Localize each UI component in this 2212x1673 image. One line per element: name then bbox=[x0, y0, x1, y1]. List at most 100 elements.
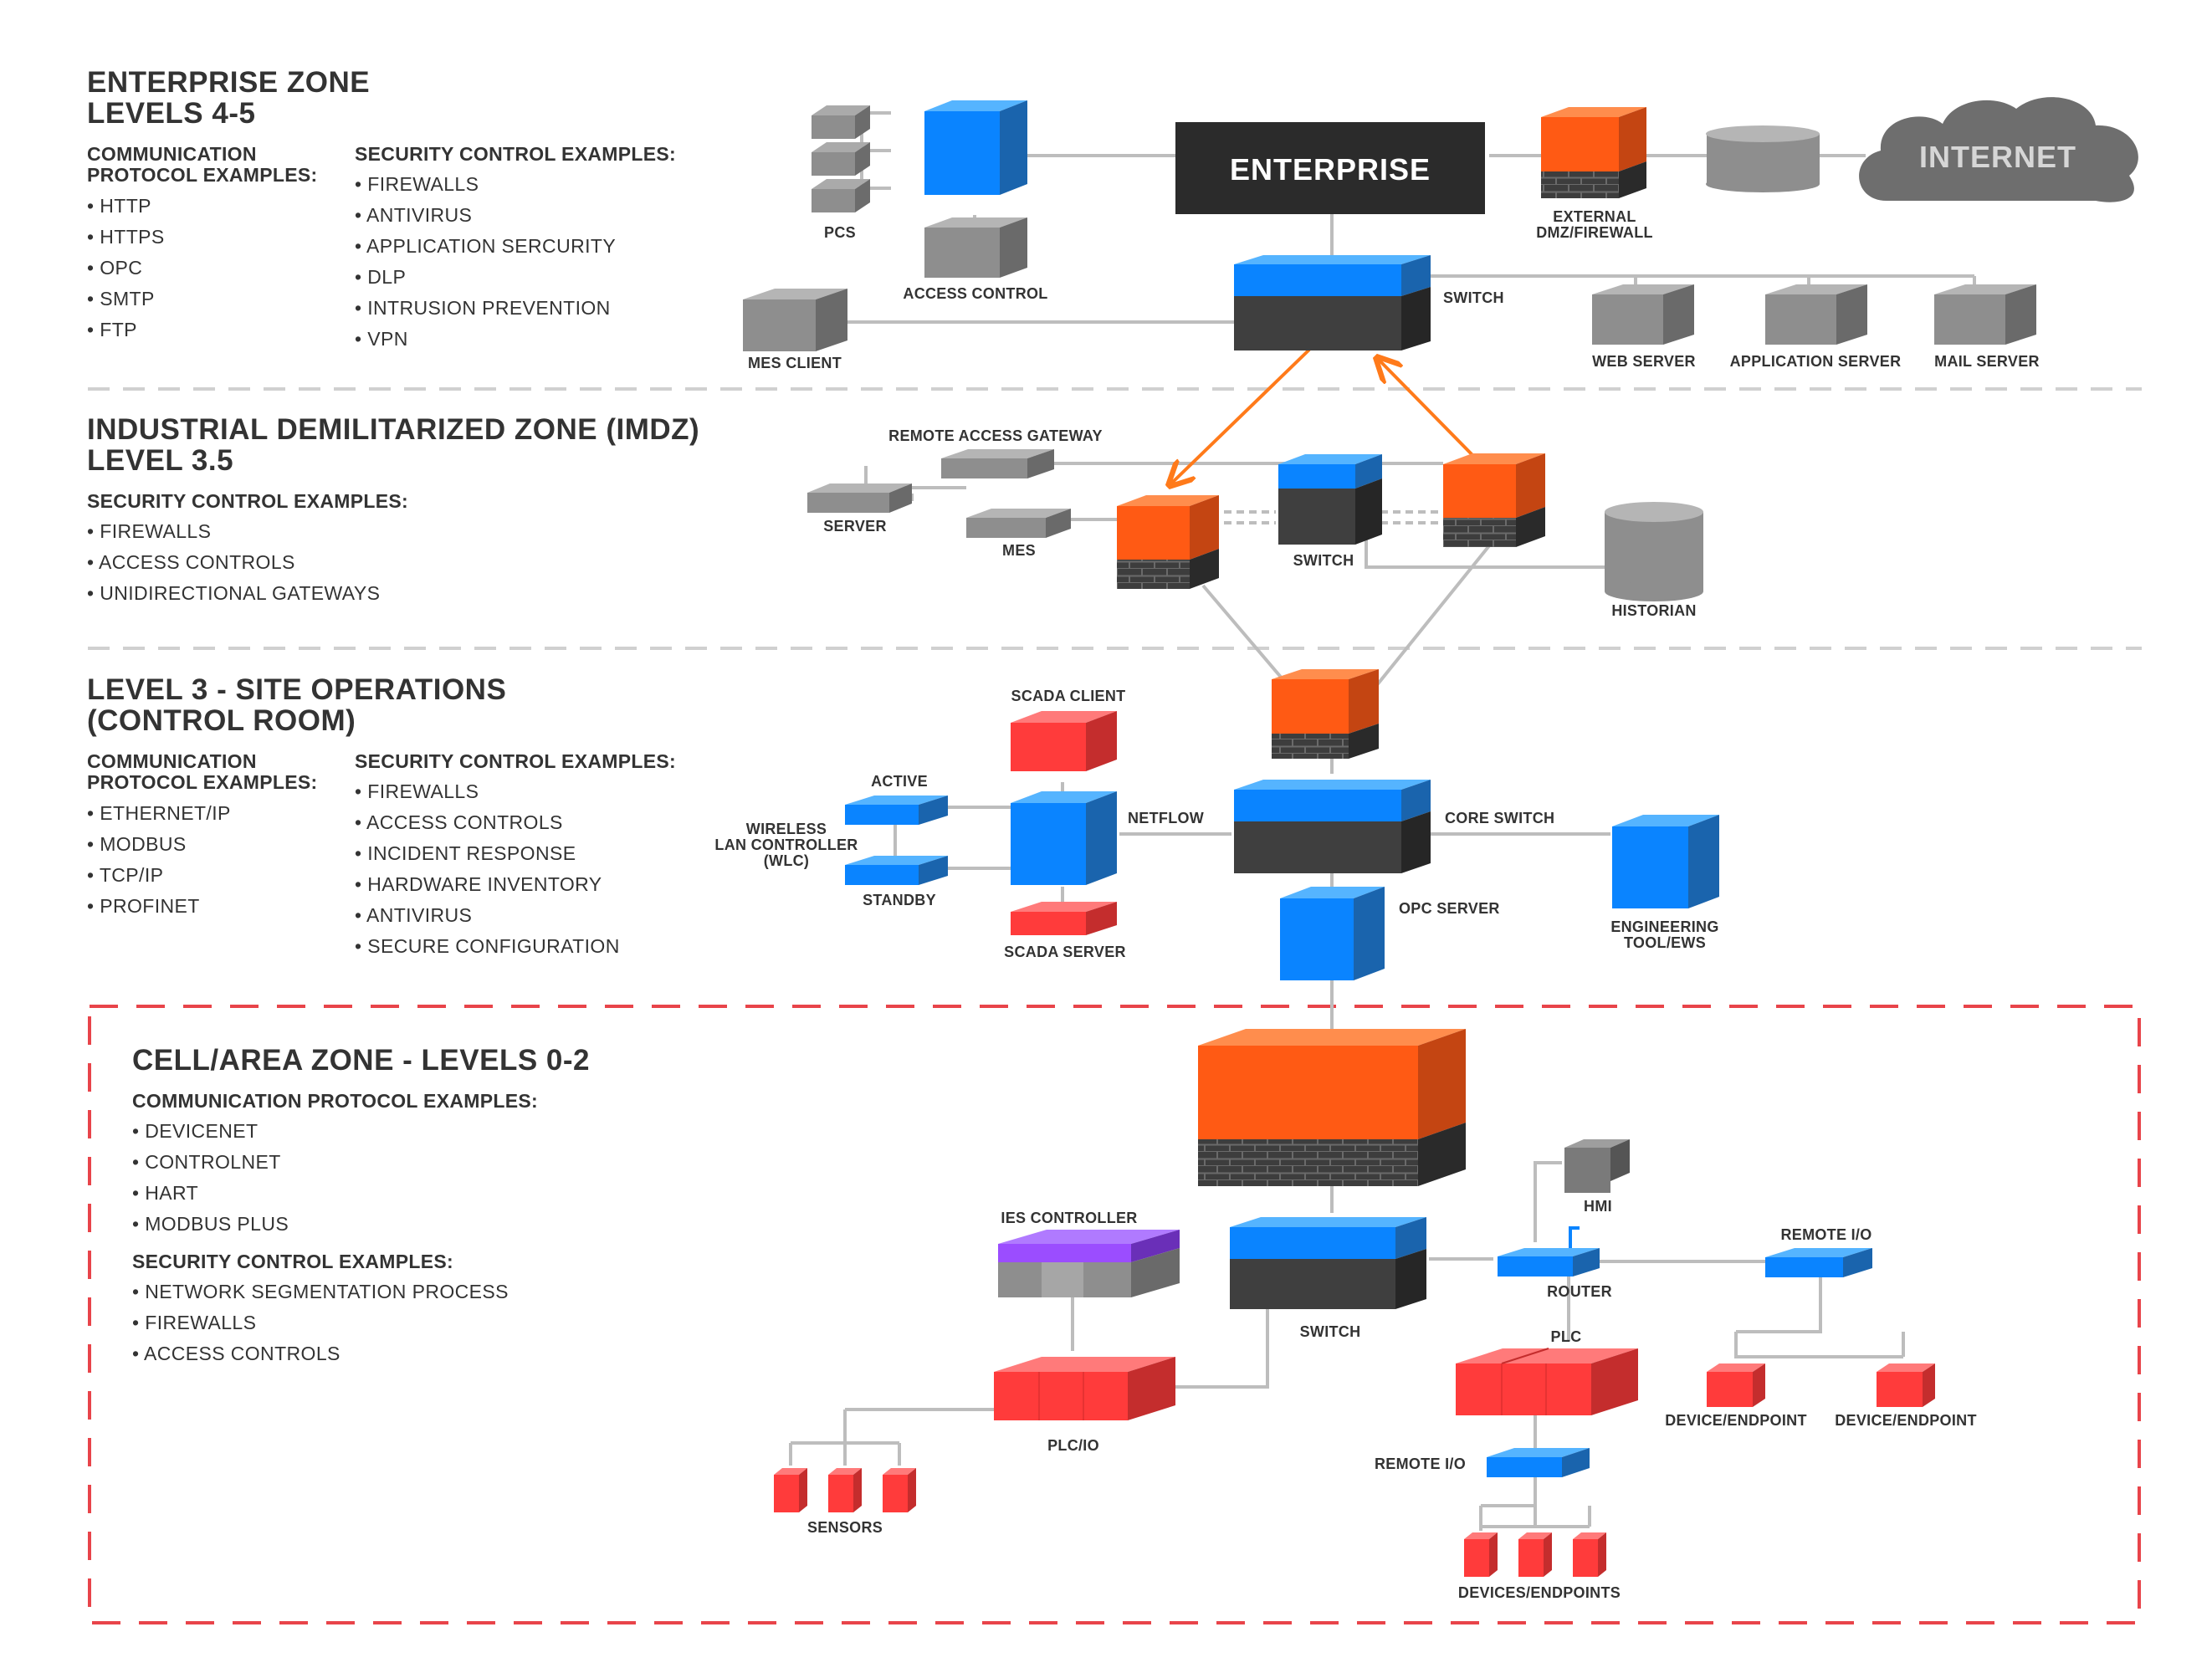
standby-label: STANDBY bbox=[863, 892, 936, 908]
list-item: HART bbox=[132, 1178, 289, 1209]
mail-server-icon bbox=[1934, 284, 2036, 345]
plc-io-icon bbox=[994, 1357, 1175, 1420]
ies-controller-label: IES CONTROLLER bbox=[1001, 1210, 1137, 1226]
core-switch-label: CORE SWITCH bbox=[1445, 810, 1554, 826]
enterprise-protocol-heading-2: PROTOCOL EXAMPLES: bbox=[87, 164, 318, 186]
list-item: SMTP bbox=[87, 284, 165, 315]
router-label: ROUTER bbox=[1547, 1283, 1612, 1300]
sensors-label: SENSORS bbox=[807, 1519, 883, 1536]
cell-protocol-heading: COMMUNICATION PROTOCOL EXAMPLES: bbox=[132, 1090, 538, 1112]
imdz-dashed-links bbox=[1224, 510, 1443, 524]
imdz-security-list: FIREWALLS ACCESS CONTROLS UNIDIRECTIONAL… bbox=[87, 516, 380, 609]
hmi-label: HMI bbox=[1584, 1198, 1612, 1215]
wlc-label-3: (WLC) bbox=[764, 852, 809, 869]
level3-server-tower-icon bbox=[1011, 791, 1117, 885]
list-item: ACCESS CONTROLS bbox=[132, 1338, 509, 1369]
list-item: DLP bbox=[355, 262, 616, 293]
list-item: ANTIVIRUS bbox=[355, 200, 616, 231]
mes-client-label: MES CLIENT bbox=[748, 355, 842, 371]
list-item: APPLICATION SERCURITY bbox=[355, 231, 616, 262]
device-endpoint-1-label: DEVICE/ENDPOINT bbox=[1665, 1412, 1807, 1429]
list-item: CONTROLNET bbox=[132, 1147, 289, 1178]
netflow-label: NETFLOW bbox=[1128, 810, 1204, 826]
list-item: HTTP bbox=[87, 191, 165, 222]
historian-label: HISTORIAN bbox=[1611, 602, 1696, 619]
wlc-standby-icon bbox=[845, 856, 948, 885]
list-item: ACCESS CONTROLS bbox=[355, 807, 620, 838]
list-item: FTP bbox=[87, 315, 165, 345]
list-item: INCIDENT RESPONSE bbox=[355, 838, 620, 869]
historian-icon bbox=[1605, 502, 1703, 601]
remote-io-bottom-label: REMOTE I/O bbox=[1375, 1456, 1466, 1472]
arrow-fw-to-switch bbox=[1379, 360, 1476, 458]
remote-io-top-label: REMOTE I/O bbox=[1780, 1226, 1871, 1243]
switch-l45-icon bbox=[1234, 255, 1431, 350]
mes-client-icon bbox=[743, 289, 847, 351]
plc-icon bbox=[1456, 1348, 1638, 1415]
eng-tool-label-2: TOOL/EWS bbox=[1624, 934, 1706, 951]
list-item: TCP/IP bbox=[87, 860, 231, 891]
level3-firewall-icon bbox=[1272, 669, 1379, 759]
eng-tool-label-1: ENGINEERING bbox=[1610, 918, 1718, 935]
list-item: PROFINET bbox=[87, 891, 231, 922]
enterprise-security-list: FIREWALLS ANTIVIRUS APPLICATION SERCURIT… bbox=[355, 169, 616, 355]
list-item: FIREWALLS bbox=[87, 516, 380, 547]
scada-server-icon bbox=[1011, 902, 1117, 935]
imdz-zone-title-1: INDUSTRIAL DEMILITARIZED ZONE (IMDZ) bbox=[87, 413, 700, 446]
list-item: VPN bbox=[355, 324, 616, 355]
list-item: DEVICENET bbox=[132, 1116, 289, 1147]
imdz-zone-title-2: LEVEL 3.5 bbox=[87, 444, 234, 477]
server-icon bbox=[807, 483, 912, 513]
switch-imdz-label: SWITCH bbox=[1293, 552, 1354, 569]
list-item: OPC bbox=[87, 253, 165, 284]
pcs-label: PCS bbox=[824, 224, 856, 241]
switch-l45-label: SWITCH bbox=[1443, 289, 1504, 306]
scada-client-icon bbox=[1011, 711, 1117, 771]
pcs-icon bbox=[812, 105, 870, 212]
scada-client-label: SCADA CLIENT bbox=[1011, 688, 1126, 704]
list-item: HARDWARE INVENTORY bbox=[355, 869, 620, 900]
opc-server-label: OPC SERVER bbox=[1399, 900, 1500, 917]
opc-server-icon bbox=[1280, 887, 1385, 980]
device-endpoint-2-label: DEVICE/ENDPOINT bbox=[1835, 1412, 1977, 1429]
remote-access-gateway-label: REMOTE ACCESS GATEWAY bbox=[888, 427, 1103, 444]
plc-io-label: PLC/IO bbox=[1047, 1437, 1099, 1454]
server-label: SERVER bbox=[823, 518, 887, 535]
arrow-switch-to-fw bbox=[1171, 348, 1311, 483]
imdz-firewall-left-icon bbox=[1117, 495, 1219, 589]
list-item: UNIDIRECTIONAL GATEWAYS bbox=[87, 578, 380, 609]
internet-label: INTERNET bbox=[1919, 140, 2076, 174]
enterprise-box bbox=[1175, 122, 1485, 214]
remote-io-top-icon bbox=[1765, 1248, 1872, 1277]
imdz-security-heading: SECURITY CONTROL EXAMPLES: bbox=[87, 490, 408, 512]
wlc-label-1: WIRELESS bbox=[746, 821, 827, 837]
access-control-label: ACCESS CONTROL bbox=[903, 285, 1047, 302]
database-icon bbox=[1706, 125, 1820, 192]
web-server-icon bbox=[1592, 284, 1694, 345]
list-item: ACCESS CONTROLS bbox=[87, 547, 380, 578]
wlc-label-2: LAN CONTROLLER bbox=[714, 836, 858, 853]
core-switch-icon bbox=[1234, 780, 1431, 873]
list-item: MODBUS bbox=[87, 829, 231, 860]
hmi-icon bbox=[1564, 1139, 1630, 1193]
site-ops-protocol-heading-1: COMMUNICATION bbox=[87, 750, 257, 772]
enterprise-protocol-list: HTTP HTTPS OPC SMTP FTP bbox=[87, 191, 165, 345]
cell-zone-title: CELL/AREA ZONE - LEVELS 0-2 bbox=[132, 1044, 590, 1077]
imdz-firewall-right-icon bbox=[1443, 453, 1545, 547]
web-server-label: WEB SERVER bbox=[1592, 353, 1696, 370]
imdz-switch-icon bbox=[1278, 454, 1382, 545]
list-item: INTRUSION PREVENTION bbox=[355, 293, 616, 324]
list-item: FIREWALLS bbox=[355, 169, 616, 200]
sensors-icon bbox=[774, 1468, 916, 1512]
access-control-icon bbox=[924, 217, 1027, 278]
ies-controller-icon bbox=[998, 1230, 1180, 1297]
device-endpoint-1-icon bbox=[1707, 1363, 1765, 1407]
enterprise-security-heading: SECURITY CONTROL EXAMPLES: bbox=[355, 143, 676, 165]
enterprise-zone-title-1: ENTERPRISE ZONE bbox=[87, 66, 371, 99]
enterprise-label: ENTERPRISE bbox=[1230, 152, 1431, 187]
scada-server-label: SCADA SERVER bbox=[1004, 944, 1126, 960]
active-label: ACTIVE bbox=[871, 773, 928, 790]
mes-label: MES bbox=[1002, 542, 1036, 559]
mail-server-label: MAIL SERVER bbox=[1934, 353, 2040, 370]
devices-endpoints-icon bbox=[1464, 1532, 1606, 1577]
